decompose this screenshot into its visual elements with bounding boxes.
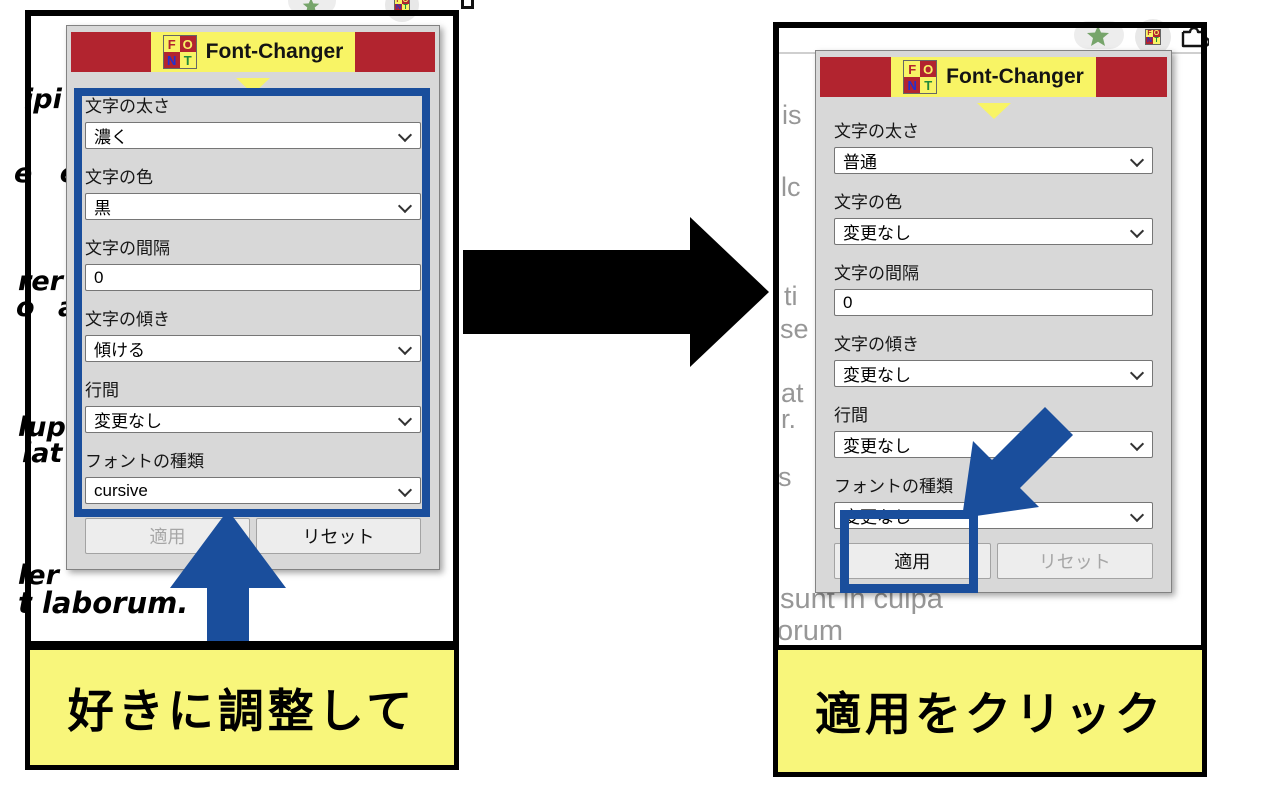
logo-letter-o: O (402, 0, 409, 4)
reset-button[interactable]: リセット (996, 543, 1153, 579)
page-text-fragment: iat (22, 438, 63, 469)
chevron-down-icon (1129, 436, 1145, 452)
chevron-down-icon (1129, 365, 1145, 381)
font-family-label: フォントの種類 (834, 477, 953, 496)
header-red-bar (71, 32, 151, 72)
page-text-fragment: ti (784, 281, 798, 311)
chevron-down-icon (397, 198, 413, 214)
chevron-down-icon (397, 411, 413, 427)
logo-letter-f: F (395, 0, 402, 4)
font-slant-select[interactable]: 変更なし (834, 360, 1153, 387)
page-text-fragment: r. (781, 404, 797, 434)
font-slant-select[interactable]: 傾ける (85, 335, 421, 362)
right-caption: 適用をクリック (773, 645, 1207, 777)
font-slant-label: 文字の傾き (834, 335, 919, 354)
letter-spacing-label: 文字の間隔 (85, 239, 170, 258)
popup-title: Font-Changer (946, 65, 1084, 88)
letter-spacing-input[interactable] (834, 289, 1153, 316)
arrow-right-annotation (463, 217, 769, 367)
popup-header: F O N T Font-Changer (71, 32, 435, 94)
page-text-fragment: t laborum. (18, 586, 189, 620)
popup-header: F O N T Font-Changer (820, 57, 1167, 119)
chevron-down-icon (1129, 223, 1145, 239)
page-text-fragment: is (782, 100, 802, 130)
reset-button[interactable]: リセット (256, 518, 421, 554)
line-height-select[interactable]: 変更なし (834, 431, 1153, 458)
logo-letter-t: T (920, 77, 937, 93)
logo-letter-t: T (1153, 37, 1160, 44)
font-family-select[interactable]: cursive (85, 477, 421, 504)
font-weight-select[interactable]: 普通 (834, 147, 1153, 174)
header-red-bar (1095, 57, 1167, 97)
logo-letter-t: T (402, 4, 409, 11)
popup-body: 文字の太さ 濃く 文字の色 黒 文字の間隔 文字の傾き 傾ける 行間 変更なし … (67, 72, 439, 554)
font-color-label: 文字の色 (85, 168, 153, 187)
left-caption: 好きに調整して (25, 645, 459, 770)
logo-letter-t: T (179, 52, 196, 68)
logo-letter-o: O (920, 61, 937, 77)
font-changer-popup: F O N T Font-Changer 文字の太さ 濃く 文字の色 黒 文字の… (66, 25, 440, 570)
chevron-down-icon (397, 127, 413, 143)
page-text-fragment: s (778, 462, 792, 492)
logo-letter-n: N (163, 52, 180, 68)
font-changer-toolbar-icon[interactable]: F O N T (1145, 29, 1161, 45)
header-tail (976, 103, 1011, 119)
popup-body: 文字の太さ 普通 文字の色 変更なし 文字の間隔 文字の傾き 変更なし 行間 変… (816, 97, 1171, 579)
line-height-label: 行間 (834, 406, 868, 425)
header-red-bar (355, 32, 435, 72)
font-changer-toolbar-icon[interactable]: F O N T (394, 0, 410, 12)
logo-letter-n: N (1146, 37, 1153, 44)
chevron-down-icon (397, 482, 413, 498)
header-tail (236, 78, 270, 94)
header-red-bar (820, 57, 892, 97)
header-brand: F O N T Font-Changer (150, 32, 356, 72)
font-changer-logo: F O N T (903, 60, 938, 94)
font-weight-label: 文字の太さ (834, 122, 919, 141)
logo-letter-f: F (904, 61, 921, 77)
line-height-select[interactable]: 変更なし (85, 406, 421, 433)
font-color-select[interactable]: 黒 (85, 193, 421, 220)
extensions-puzzle-icon[interactable] (1179, 23, 1209, 49)
font-weight-select[interactable]: 濃く (85, 122, 421, 149)
font-color-select[interactable]: 変更なし (834, 218, 1153, 245)
font-family-select[interactable]: 変更なし (834, 502, 1153, 529)
page-text-fragment: at (781, 378, 804, 408)
browser-chrome-remnant (461, 0, 474, 9)
font-family-label: フォントの種類 (85, 452, 204, 471)
font-color-label: 文字の色 (834, 193, 902, 212)
page-text-fragment: orum (777, 615, 844, 647)
logo-letter-o: O (179, 36, 196, 52)
bookmark-star-icon[interactable] (1086, 24, 1110, 48)
font-changer-logo: F O N T (162, 35, 197, 69)
font-changer-popup: F O N T Font-Changer 文字の太さ 普通 文字の色 変更なし … (815, 50, 1172, 593)
logo-letter-o: O (1153, 30, 1160, 37)
logo-letter-n: N (904, 77, 921, 93)
page-text-fragment: ler (18, 560, 59, 591)
logo-letter-n: N (395, 4, 402, 11)
letter-spacing-input[interactable] (85, 264, 421, 291)
logo-letter-f: F (1146, 30, 1153, 37)
font-weight-label: 文字の太さ (85, 97, 170, 116)
apply-button[interactable]: 適用 (834, 543, 991, 579)
page-text-fragment: se (780, 314, 809, 344)
chevron-down-icon (1129, 507, 1145, 523)
letter-spacing-label: 文字の間隔 (834, 264, 919, 283)
apply-button[interactable]: 適用 (85, 518, 250, 554)
header-brand: F O N T Font-Changer (891, 57, 1096, 97)
page-text-fragment: ipi (24, 84, 62, 115)
logo-letter-f: F (163, 36, 180, 52)
bookmark-star-icon[interactable] (302, 0, 320, 15)
line-height-label: 行間 (85, 381, 119, 400)
font-slant-label: 文字の傾き (85, 310, 170, 329)
popup-title: Font-Changer (205, 40, 344, 63)
chevron-down-icon (397, 340, 413, 356)
page-text-fragment: lc (781, 172, 801, 202)
chevron-down-icon (1129, 152, 1145, 168)
